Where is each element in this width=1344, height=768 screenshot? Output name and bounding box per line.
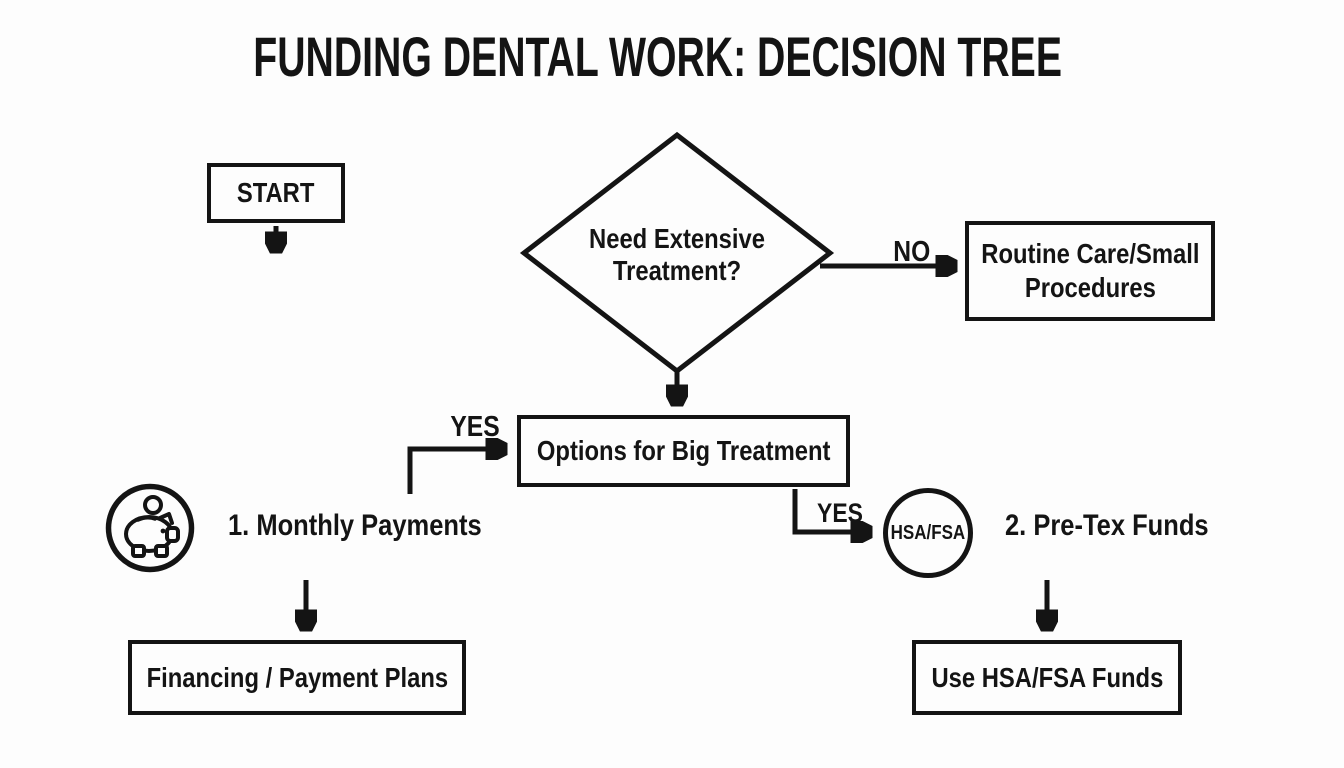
piggy-bank-icon: [104, 482, 196, 574]
page-title: FUNDING DENTAL WORK: DECISION TREE: [0, 24, 1316, 89]
financing-label: Financing / Payment Plans: [146, 661, 448, 693]
edge-label-yes-options: YES: [450, 411, 500, 443]
edge-label-no: NO: [893, 236, 931, 268]
node-routine-care: Routine Care/Small Procedures: [965, 221, 1215, 321]
edge-label-yes-hsa: YES: [817, 498, 863, 528]
node-use-hsa-funds: Use HSA/FSA Funds: [912, 640, 1182, 715]
routine-line-2: Procedures: [1024, 272, 1156, 303]
routine-line-1: Routine Care/Small: [980, 238, 1200, 270]
decision-line-1: Need Extensive: [589, 223, 765, 254]
hsa-fsa-badge-label: HSA/FSA: [890, 521, 966, 544]
option-monthly-payments: 1. Monthly Payments: [228, 509, 482, 542]
edge-yes-elbow-right: [792, 489, 869, 532]
use-hsa-label: Use HSA/FSA Funds: [931, 661, 1163, 693]
node-decision-label: Need Extensive Treatment?: [567, 223, 787, 287]
options-label: Options for Big Treatment: [536, 435, 831, 467]
decision-line-2: Treatment?: [612, 255, 742, 287]
node-financing-plans: Financing / Payment Plans: [128, 640, 466, 715]
option-pretax-funds: 2. Pre-Tex Funds: [1005, 509, 1209, 542]
node-options-big-treatment: Options for Big Treatment: [517, 415, 850, 487]
hsa-fsa-badge: HSA/FSA: [883, 488, 973, 578]
node-start-label: START: [237, 177, 315, 209]
decision-diamond-shape: [519, 131, 835, 375]
edge-yes-elbow-left: [407, 449, 504, 494]
node-start: START: [207, 163, 345, 223]
page-title-text: FUNDING DENTAL WORK: DECISION TREE: [253, 25, 1063, 88]
